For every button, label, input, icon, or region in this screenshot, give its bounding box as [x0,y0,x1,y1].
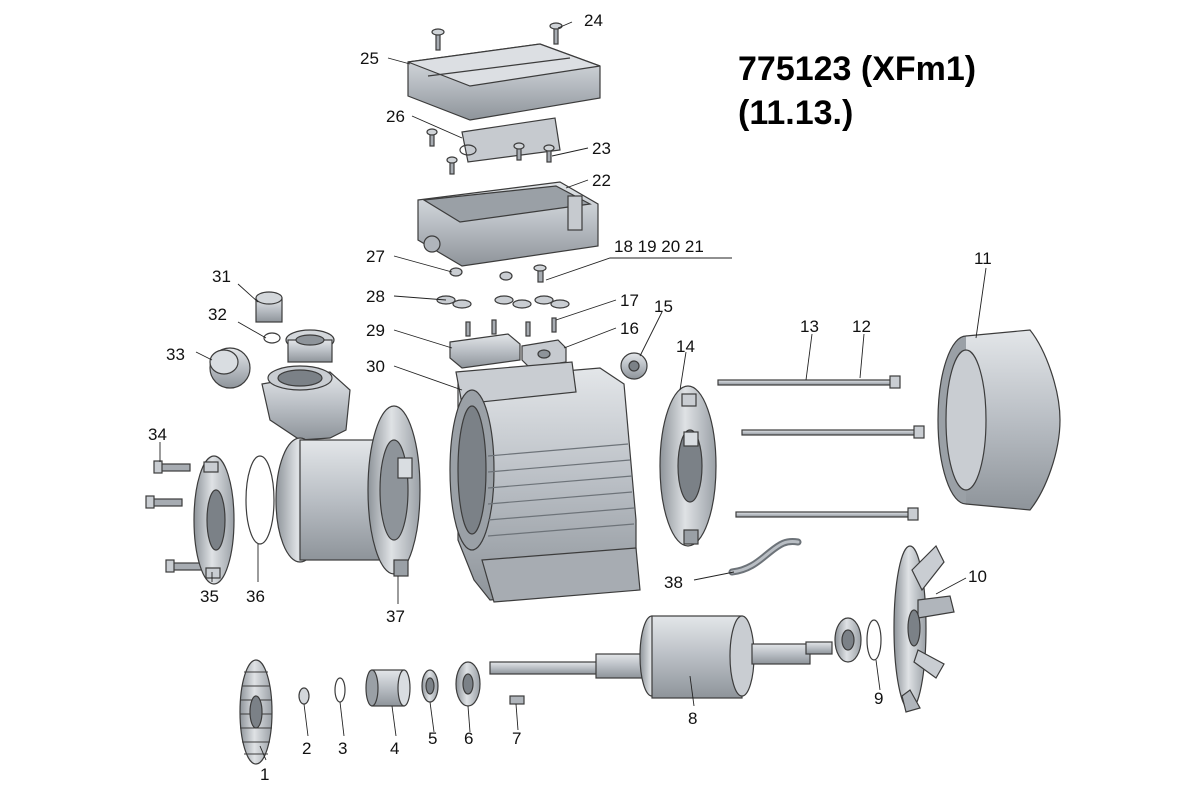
ring-5 [421,669,439,703]
o-ring-32 [263,332,281,344]
model-title: 775123 (XFm1) [738,50,977,88]
terminal-box-22 [417,181,599,267]
impeller-1 [239,659,273,765]
callout-33: 33 [166,345,185,364]
callout-17: 17 [620,291,639,310]
callout-34: 34 [148,425,167,444]
end-bracket-14 [659,385,717,547]
callout-26: 26 [386,107,405,126]
leader-lines [159,21,987,761]
callout-37: 37 [386,607,405,626]
callout-7: 7 [512,729,521,748]
cap-33 [209,347,251,389]
callout-6: 6 [464,729,473,748]
fan-cover-11 [937,329,1061,511]
callout-5: 5 [428,729,437,748]
cable-38 [728,538,802,576]
nuts-27-18-21 [449,264,547,283]
callout-10: 10 [968,567,987,586]
callout-23: 23 [592,139,611,158]
callout-22: 22 [592,171,611,190]
fitting [285,329,335,363]
bearing-6 [455,661,481,707]
callout-12: 12 [852,317,871,336]
callout-25: 25 [360,49,379,68]
callout-32: 32 [208,305,227,324]
screws-17 [465,317,557,337]
callout-36: 36 [246,587,265,606]
callout-1: 1 [260,765,269,784]
seal-4 [365,669,411,707]
pump-body-37 [261,365,421,577]
screw-24 [431,22,563,51]
callout-9: 9 [874,689,883,708]
screws-23 [426,128,555,175]
callout-18-21: 18 19 20 21 [614,237,704,256]
rotor-shaft-8 [489,615,833,699]
callout-28: 28 [366,287,385,306]
callout-2: 2 [302,739,311,758]
callout-11: 11 [974,249,992,268]
callout-35: 35 [200,587,219,606]
callout-14: 14 [676,337,695,356]
callout-16: 16 [620,319,639,338]
o-ring-36 [245,455,275,545]
callout-31: 31 [212,267,231,286]
terminal-cover-25 [407,43,601,121]
grommet-15 [620,352,648,380]
tie-rods-12-13 [717,375,925,521]
callout-13: 13 [800,317,819,336]
front-cover-35 [193,455,235,585]
washer-3 [334,677,346,703]
plug-31 [255,291,283,323]
callout-4: 4 [390,739,399,758]
fan-10 [893,544,955,713]
callout-30: 30 [366,357,385,376]
revision-date: (11.13.) [738,94,854,132]
callout-8: 8 [688,709,697,728]
callout-24: 24 [584,11,603,30]
key-7 [509,695,525,705]
gasket-26 [459,117,561,163]
callout-15: 15 [654,297,673,316]
callout-29: 29 [366,321,385,340]
callout-38: 38 [664,573,683,592]
washers-28 [436,295,570,309]
motor-housing-30 [449,361,641,603]
callout-3: 3 [338,739,347,758]
washer-9 [866,619,882,661]
bolts-34 [145,460,203,573]
bearing-rear [834,617,862,663]
callout-labels: 25 24 26 23 22 27 18 19 20 21 28 17 15 2… [148,11,992,784]
nut-2 [298,687,310,705]
callout-27: 27 [366,247,385,266]
terminal-block-29 [449,333,521,369]
